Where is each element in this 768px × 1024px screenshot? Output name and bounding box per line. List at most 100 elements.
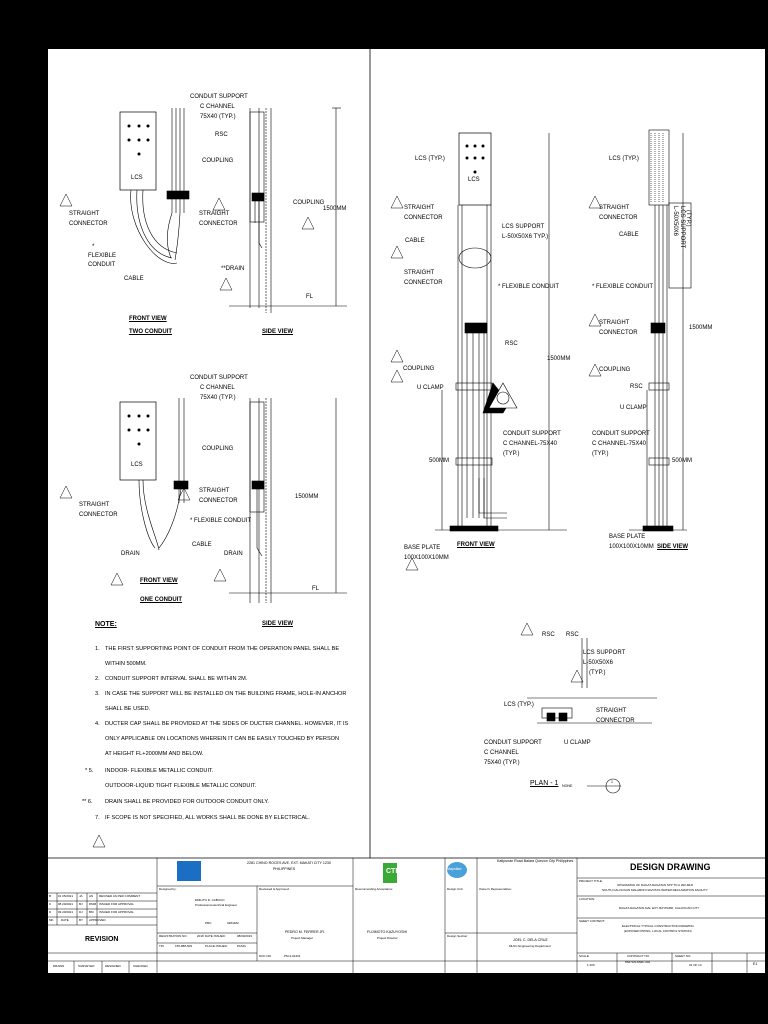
label-fl-2: FL bbox=[312, 586, 320, 592]
side-view-two-conduit bbox=[229, 107, 347, 313]
note-4-line-2: ONLY APPLICABLE ON LOCATIONS WHEREIN IT … bbox=[105, 736, 340, 742]
label-star: * bbox=[92, 244, 95, 250]
tb-address: 2281 CHINO ROCES AVE. EXT. MAKATI CITY 1… bbox=[247, 861, 331, 865]
rev-header-mk: MK bbox=[49, 918, 54, 922]
note-6-num: ** 6. bbox=[82, 799, 93, 805]
tb-date-issued-label: DATE ISSUED: bbox=[205, 934, 226, 938]
label-coupling-3: COUPLING bbox=[403, 366, 435, 372]
tb-recommending-label: Recommending Acceptance: bbox=[355, 887, 394, 891]
label-drain-2: DRAIN bbox=[121, 551, 140, 557]
label-coupling-4: COUPLING bbox=[599, 367, 631, 373]
note-4-line-1: DUCTER CAP SHALL BE PROVIDED AT THE SIDE… bbox=[105, 721, 349, 727]
rev-row-c-by: BJ bbox=[79, 902, 83, 906]
label-base-plate: BASE PLATE bbox=[404, 545, 441, 551]
tb-doc-no: PM-4-01201 bbox=[284, 954, 301, 958]
label-500mm: 500MM bbox=[429, 458, 450, 464]
rev-row-b-date: 01 05/2021 bbox=[58, 894, 74, 898]
label-typ-2: (TYP.) bbox=[592, 451, 609, 457]
label-base-size-2: 100X100X10MM bbox=[609, 544, 654, 550]
tb-location-label: LOCATION: bbox=[579, 897, 595, 901]
label-cable-3: CABLE bbox=[405, 238, 425, 244]
note-7-num: 7. bbox=[95, 815, 100, 821]
label-base-size: 100X100X10MM bbox=[404, 555, 449, 561]
tb-design-section-label: Design Section: bbox=[447, 934, 469, 938]
label-scale-none: NONE bbox=[562, 784, 573, 788]
note-1-line-2: WITHIN 500MM. bbox=[105, 661, 147, 667]
note-6-line-1: DRAIN SHALL BE PROVIDED FOR OUTDOOR COND… bbox=[105, 799, 269, 805]
label-1500mm-2: 1500MM bbox=[295, 494, 319, 500]
label-flexible-conduit-2: * FLEXIBLE CONDUIT bbox=[498, 284, 560, 290]
tb-doc-no-label: DOC NO. bbox=[259, 954, 272, 958]
label-conduit: CONDUIT bbox=[88, 262, 116, 268]
tb-sheet-content-2: (EXPOSED PIPING, LOCAL CONTROL STATION) bbox=[624, 929, 692, 933]
tb-tin: 155-888-509 bbox=[175, 944, 193, 948]
label-ref-1: 1 bbox=[611, 780, 613, 784]
tb-location: DAGAT-DAGATAN AVE. EXT. BAYPARD, CALOOCA… bbox=[619, 906, 700, 910]
side-view-one-conduit bbox=[229, 398, 347, 603]
label-c-size-3: 75X40 (TYP.) bbox=[484, 760, 520, 766]
label-c-channel: C CHANNEL bbox=[200, 104, 235, 110]
tb-place-issued-label: PLACE ISSUED: bbox=[205, 944, 228, 948]
tb-owner-rep-label: Owner's Representative: bbox=[479, 887, 512, 891]
tb-reviewer: PEDRO M. FERRER JR. bbox=[285, 930, 325, 934]
label-straight: STRAIGHT bbox=[69, 211, 100, 217]
label-straight-6: STRAIGHT bbox=[404, 270, 435, 276]
tb-recommender: FUJIMOTO KAZUYOSHI bbox=[367, 930, 408, 934]
label-connector-4: CONNECTOR bbox=[199, 498, 238, 504]
label-u-clamp-2: U CLAMP bbox=[620, 405, 647, 411]
tb-prc-label: PRC: bbox=[205, 921, 213, 925]
tb-designer: EMILITO D. CABUCO bbox=[195, 898, 225, 902]
front-view-lcs-support bbox=[435, 132, 567, 532]
label-conduit-support: CONDUIT SUPPORT bbox=[190, 94, 248, 100]
label-1500mm-4: 1500MM bbox=[689, 325, 713, 331]
label-c-channel-3: C CHANNEL bbox=[484, 750, 519, 756]
label-base-plate-2: BASE PLATE bbox=[609, 534, 646, 540]
rev-header-by: BY bbox=[79, 918, 84, 922]
tb-owner-rep: JOEL C. DELA CRUZ bbox=[513, 938, 548, 942]
label-connector-8: CONNECTOR bbox=[599, 330, 638, 336]
title-two-conduit: TWO CONDUIT bbox=[129, 329, 172, 335]
label-conduit-support-2: CONDUIT SUPPORT bbox=[190, 375, 248, 381]
rev-row-d-app: BM bbox=[89, 910, 94, 914]
callout-bubbles bbox=[59, 193, 602, 848]
tb-recommender-title: Project Director bbox=[377, 936, 398, 940]
label-drain: **DRAIN bbox=[221, 266, 245, 272]
label-cable-4: CABLE bbox=[619, 232, 639, 238]
tb-logo-maynilad: Maynilad bbox=[447, 867, 462, 871]
drawing-linework bbox=[47, 48, 766, 974]
title-plan-1: PLAN - 1 bbox=[530, 780, 559, 787]
note-3-line-1: IN CASE THE SUPPORT WILL BE INSTALLED ON… bbox=[105, 691, 347, 697]
tb-project-title-1: UPGRADING OF DAGAT-DAGATAN STP TO A 200-… bbox=[617, 883, 694, 887]
label-conduit-support-3: CONDUIT SUPPORT bbox=[503, 431, 561, 437]
label-fl: FL bbox=[306, 294, 314, 300]
rev-row-b-app: AN bbox=[89, 894, 94, 898]
label-lcs-typ-2: LCS (TYP.) bbox=[609, 156, 639, 162]
rev-header-approved: APPROVED bbox=[89, 918, 106, 922]
label-connector-5: CONNECTOR bbox=[404, 215, 443, 221]
tb-contract: MW-SW-MWF-002 bbox=[625, 960, 651, 964]
label-lcs-support: LCS SUPPORT bbox=[502, 224, 545, 230]
label-lcs: LCS bbox=[131, 175, 143, 181]
tb-country: PHILIPPINES bbox=[273, 867, 296, 871]
rev-row-c-desc: ISSUED FOR APPROVAL bbox=[99, 902, 134, 906]
rev-row-c-mk: C bbox=[49, 902, 52, 906]
note-5-line-2: OUTDOOR-LIQUID TIGHT FLEXIBLE METALLIC C… bbox=[105, 783, 257, 789]
label-connector-2: CONNECTOR bbox=[199, 221, 238, 227]
label-flexible-conduit-3: * FLEXIBLE CONDUIT bbox=[592, 284, 654, 290]
tb-code: E1 bbox=[753, 962, 758, 966]
tb-prc-no: 0284182 bbox=[227, 921, 239, 925]
label-straight-9: STRAIGHT bbox=[596, 708, 627, 714]
rev-row-c-app: DMM bbox=[89, 902, 97, 906]
note-1-num: 1. bbox=[95, 646, 100, 652]
title-side-view-2: SIDE VIEW bbox=[262, 621, 294, 627]
label-l-size-2: L-50X50X6 bbox=[583, 660, 614, 666]
front-view-two-conduit bbox=[119, 108, 190, 264]
tb-design-unit-label: Design Unit: bbox=[447, 887, 464, 891]
front-view-one-conduit bbox=[119, 398, 189, 551]
side-view-lcs-support bbox=[629, 129, 692, 532]
label-straight-8: STRAIGHT bbox=[599, 320, 630, 326]
footer-drawn: DRAWN bbox=[53, 964, 65, 968]
label-lcs-support-2: LCS SUPPORT bbox=[583, 650, 626, 656]
label-lcs-3: LCS bbox=[468, 177, 480, 183]
tb-contract-label: CONTRACT NO. bbox=[627, 954, 650, 958]
